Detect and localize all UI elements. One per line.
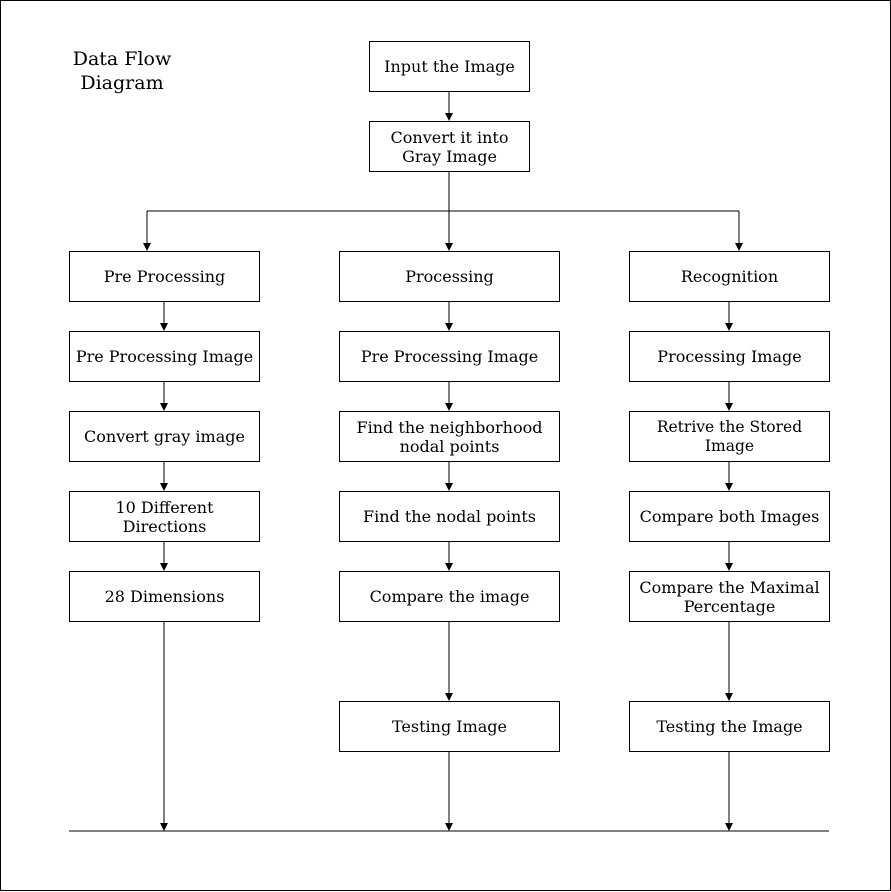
node-label: Processing Image: [657, 347, 802, 366]
node-label-line-1: Convert it into: [390, 127, 509, 147]
node-compare-image: Compare the image: [339, 571, 560, 622]
node-processing-image: Processing Image: [629, 331, 830, 382]
node-label: Pre Processing Image: [360, 347, 539, 366]
node-convert-gray-image: Convert gray image: [69, 411, 260, 462]
node-recognition: Recognition: [629, 251, 830, 302]
node-label: Testing Image: [391, 717, 508, 736]
node-testing-the-image: Testing the Image: [629, 701, 830, 752]
node-label: Processing: [405, 267, 494, 286]
node-compare-maximal-percentage: Compare the Maximal Percentage: [629, 571, 830, 622]
node-label: 10 Different Directions: [115, 497, 214, 536]
node-label: Input the Image: [384, 57, 515, 76]
node-processing: Processing: [339, 251, 560, 302]
node-label: Recognition: [680, 267, 779, 286]
node-testing-image: Testing Image: [339, 701, 560, 752]
node-label-line-2: Gray Image: [402, 146, 497, 166]
node-label-line-2: Percentage: [683, 596, 776, 616]
node-different-directions: 10 Different Directions: [69, 491, 260, 542]
node-find-neighborhood-points: Find the neighborhood nodal points: [339, 411, 560, 462]
node-dimensions: 28 Dimensions: [69, 571, 260, 622]
node-label: Pre Processing Image: [75, 347, 254, 366]
node-pre-processing: Pre Processing: [69, 251, 260, 302]
node-label: Retrive the Stored Image: [656, 417, 803, 455]
node-label-line-1: Find the neighborhood: [356, 417, 543, 437]
node-label: Compare both Images: [639, 507, 820, 526]
node-mid-pre-processing-image: Pre Processing Image: [339, 331, 560, 382]
node-label: Find the nodal points: [363, 507, 536, 526]
node-label: Convert gray image: [84, 427, 245, 446]
node-label-line-1: Compare the Maximal: [639, 577, 820, 597]
node-input-image: Input the Image: [369, 41, 530, 92]
node-label: Testing the Image: [656, 717, 803, 736]
node-label: 28 Dimensions: [104, 587, 225, 606]
title-line-1: Data Flow: [72, 48, 172, 70]
node-retrieve-stored-image: Retrive the Stored Image: [629, 411, 830, 462]
node-left-pre-processing-image: Pre Processing Image: [69, 331, 260, 382]
node-label: Pre Processing: [103, 267, 226, 286]
node-label-line-2: nodal points: [399, 436, 500, 456]
title-line-2: Diagram: [80, 72, 164, 94]
node-label: Compare the image: [369, 587, 530, 606]
diagram-title: Data Flow Diagram: [61, 47, 183, 95]
node-convert-gray: Convert it into Gray Image: [369, 121, 530, 172]
node-compare-both-images: Compare both Images: [629, 491, 830, 542]
node-find-nodal-points: Find the nodal points: [339, 491, 560, 542]
